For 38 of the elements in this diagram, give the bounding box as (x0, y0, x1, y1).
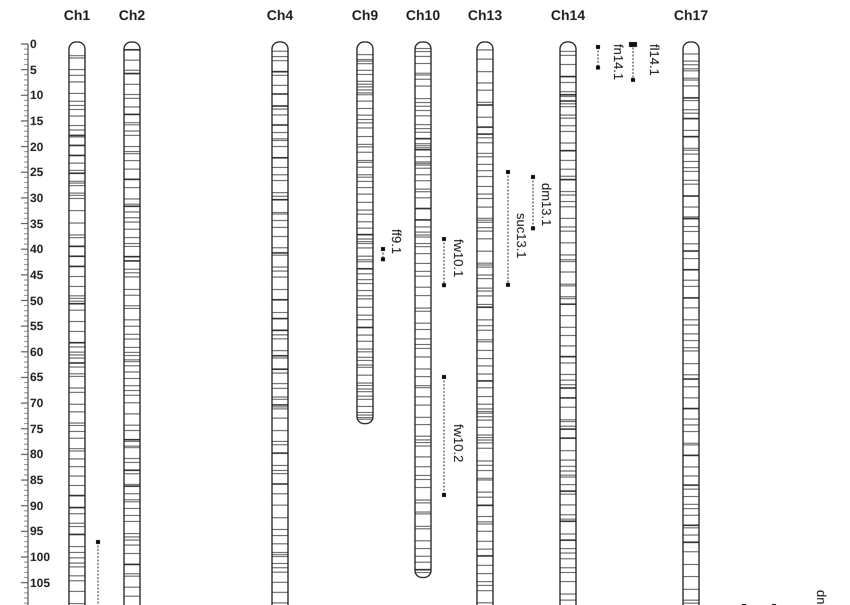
axis-tick-label: 95 (30, 525, 44, 538)
axis-tick-label: 65 (30, 371, 44, 384)
axis-tick-label: 80 (30, 448, 44, 460)
chromosome-label: Ch17 (674, 7, 708, 23)
chromosome-label: Ch9 (352, 7, 378, 23)
axis-tick-label: 35 (30, 218, 44, 230)
qtl-label: fn14.1 (612, 44, 625, 80)
chromosome-label: Ch4 (266, 7, 294, 23)
qtl-label: fl14.1 (648, 44, 661, 76)
qtl-label: ff9.1 (390, 228, 403, 254)
axis-tick-label: 60 (30, 346, 44, 358)
chromosome-label: Ch10 (406, 7, 440, 23)
axis-tick-label: 20 (30, 140, 44, 153)
axis-tick-label: 55 (30, 320, 44, 332)
axis-tick-label: 70 (30, 397, 44, 410)
axis-tick-label: 0 (30, 38, 37, 50)
chromosome-label: Ch14 (550, 7, 586, 23)
qtl-label: fw10.2 (452, 424, 465, 462)
axis-tick-label: 90 (30, 500, 44, 512)
axis-tick-label: 25 (30, 166, 44, 178)
axis-tick-label: 100 (30, 551, 50, 563)
chromosome-label: Ch2 (118, 7, 146, 23)
axis-tick-label: 75 (30, 422, 44, 435)
axis-tick-label: 15 (30, 114, 44, 127)
chromosome-label: Ch13 (468, 7, 502, 23)
axis-tick-label: 45 (30, 268, 44, 281)
qtl-label: fw10.1 (452, 238, 465, 278)
qtl-label: dn (815, 590, 828, 605)
axis-tick-label: 30 (30, 192, 44, 204)
qtl-label: suc13.1 (515, 213, 528, 259)
axis-tick-label: 5 (30, 64, 37, 76)
axis-tick-label: 40 (30, 243, 44, 256)
chromosome-label: Ch1 (64, 7, 90, 23)
axis-tick-label: 85 (30, 474, 44, 486)
qtl-label: dm13.1 (540, 182, 553, 226)
axis-tick-label: 10 (30, 89, 44, 102)
axis-tick-label: 50 (30, 294, 44, 306)
axis-tick-label: 105 (30, 576, 50, 589)
